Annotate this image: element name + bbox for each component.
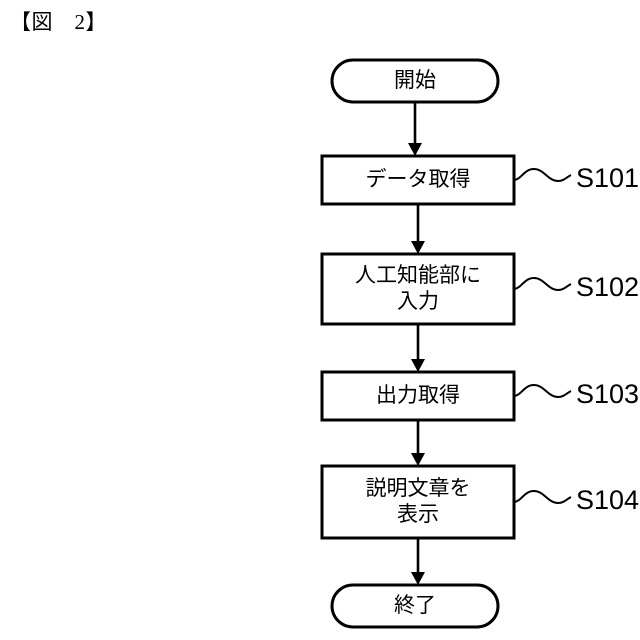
arrow-head-icon [411, 241, 425, 254]
connector-s103-to-s104 [411, 420, 425, 466]
figure-caption: 【図 2】 [10, 10, 107, 34]
flow-node-label: 終了 [394, 593, 436, 617]
flow-node-label: 表示 [397, 502, 439, 526]
step-label-group-s103: S103 [513, 379, 639, 409]
arrow-head-icon [411, 359, 425, 372]
flow-node-label: 人工知能部に [355, 263, 481, 287]
terminator-shape [330, 583, 500, 629]
leader-line [513, 489, 572, 505]
step-label-group-s102: S102 [513, 272, 639, 302]
step-label-group-s104: S104 [513, 485, 639, 515]
flow-node-start[interactable]: 開始 [330, 58, 500, 104]
connector-s101-to-s102 [411, 204, 425, 254]
flow-node-s103[interactable]: 出力取得 [320, 370, 516, 422]
process-box-shape [320, 252, 516, 326]
process-box-shape [320, 370, 516, 422]
connector-s102-to-s103 [411, 324, 425, 372]
leader-line [513, 167, 572, 183]
arrow-head-icon [408, 143, 422, 156]
flow-node-label: 開始 [394, 68, 436, 92]
flow-node-label: 説明文章を [366, 476, 471, 500]
flow-node-label: データ取得 [366, 167, 471, 191]
leader-line [513, 383, 572, 399]
flow-node-end[interactable]: 終了 [330, 583, 500, 629]
step-label-s101: S101 [576, 163, 639, 193]
flowchart-edges [408, 102, 425, 585]
step-label-s104: S104 [576, 485, 639, 515]
process-box-shape [320, 154, 516, 206]
step-label-s103: S103 [576, 379, 639, 409]
flow-node-s101[interactable]: データ取得 [320, 154, 516, 206]
flow-node-label: 出力取得 [376, 383, 460, 407]
flow-node-label: 入力 [397, 289, 439, 313]
step-label-group-s101: S101 [513, 163, 639, 193]
connector-s104-to-end [411, 538, 425, 585]
connector-start-to-s101 [408, 102, 422, 156]
arrow-head-icon [411, 572, 425, 585]
arrow-head-icon [411, 453, 425, 466]
leader-line [513, 276, 572, 292]
step-label-s102: S102 [576, 272, 639, 302]
terminator-shape [330, 58, 500, 104]
